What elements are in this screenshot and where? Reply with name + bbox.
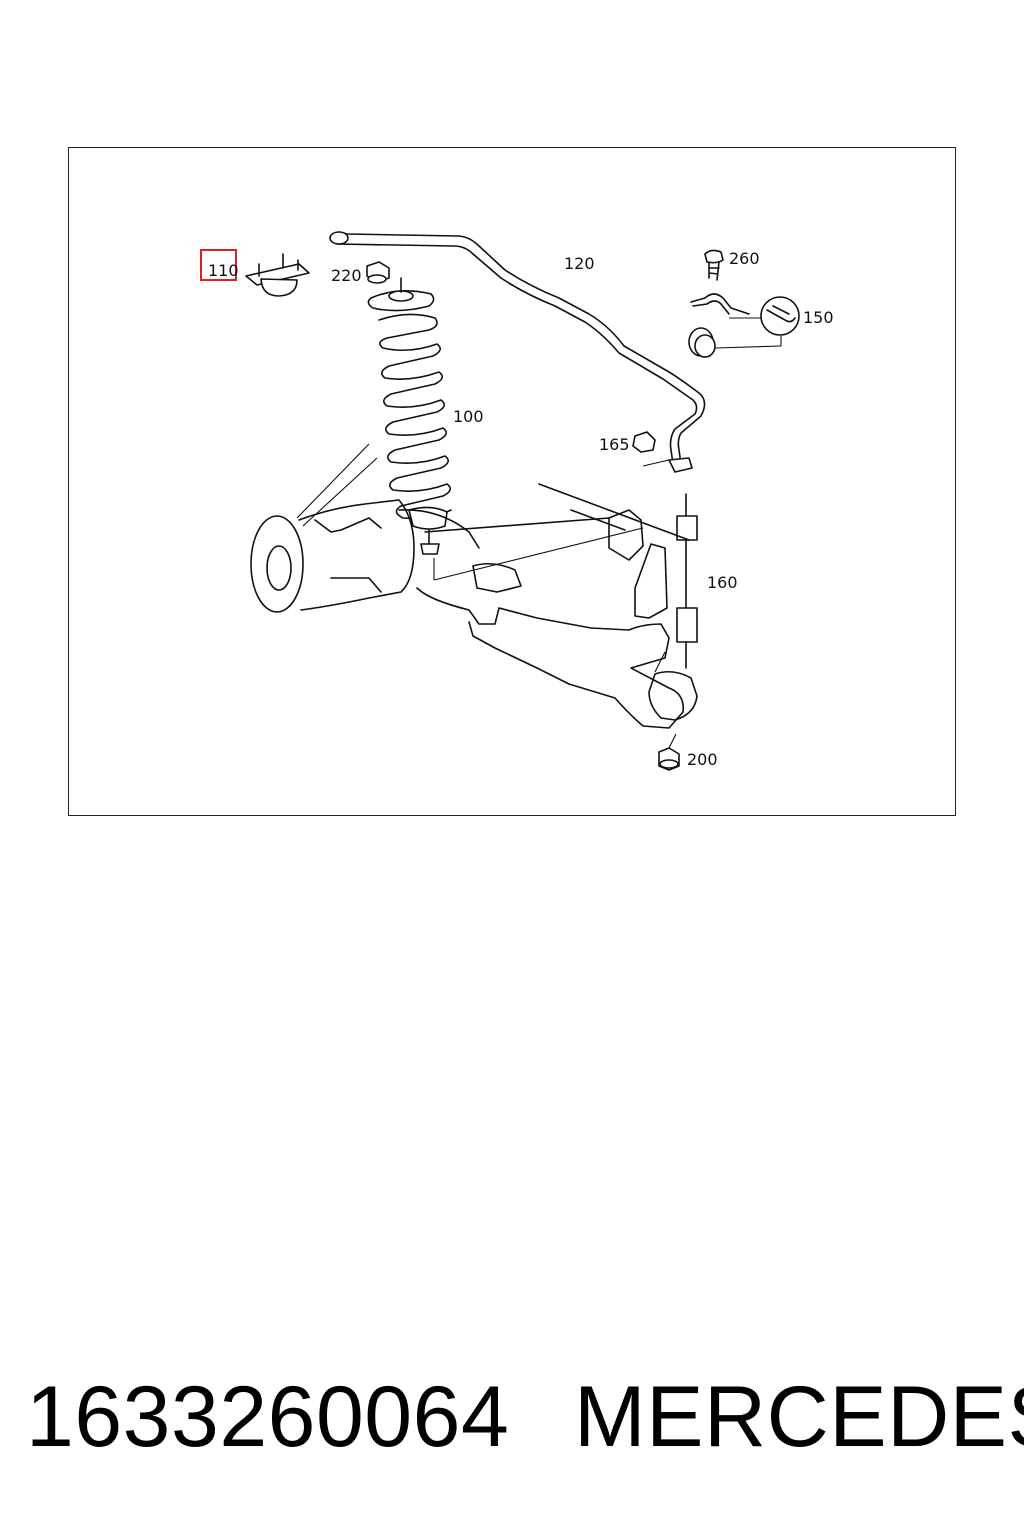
callout-110: 110 xyxy=(208,261,239,280)
wrench-icon xyxy=(760,296,800,336)
nut-200-part xyxy=(658,733,680,771)
callout-260: 260 xyxy=(729,249,760,268)
parts-diagram-frame: 110 220 120 260 150 xyxy=(68,147,956,816)
part-number: 1633260064 xyxy=(26,1369,510,1465)
callout-100: 100 xyxy=(453,407,484,426)
callout-110-highlight xyxy=(200,249,237,281)
callout-150: 150 xyxy=(803,308,834,327)
link-rod-160-part xyxy=(676,493,698,669)
bolt-260-part xyxy=(704,249,724,281)
brand-name: MERCEDES xyxy=(574,1369,1024,1465)
nut-220-part xyxy=(366,261,390,284)
callout-120: 120 xyxy=(564,254,595,273)
bracket-bushing-150-part xyxy=(688,293,800,358)
stabilizer-bar-part xyxy=(329,231,706,473)
footer: 1633260064 MERCEDES xyxy=(0,1362,1024,1472)
lower-control-arm-part xyxy=(416,483,698,729)
coil-spring-strut-part xyxy=(367,277,644,581)
nut-165-part xyxy=(632,431,670,467)
callout-160: 160 xyxy=(707,573,738,592)
wheel-hub-knuckle-part xyxy=(250,443,480,613)
callout-220: 220 xyxy=(331,266,362,285)
callout-165: 165 xyxy=(599,435,630,454)
strut-top-mount-part xyxy=(245,253,310,297)
callout-200: 200 xyxy=(687,750,718,769)
suspension-exploded-diagram: 110 220 120 260 150 xyxy=(200,231,834,771)
